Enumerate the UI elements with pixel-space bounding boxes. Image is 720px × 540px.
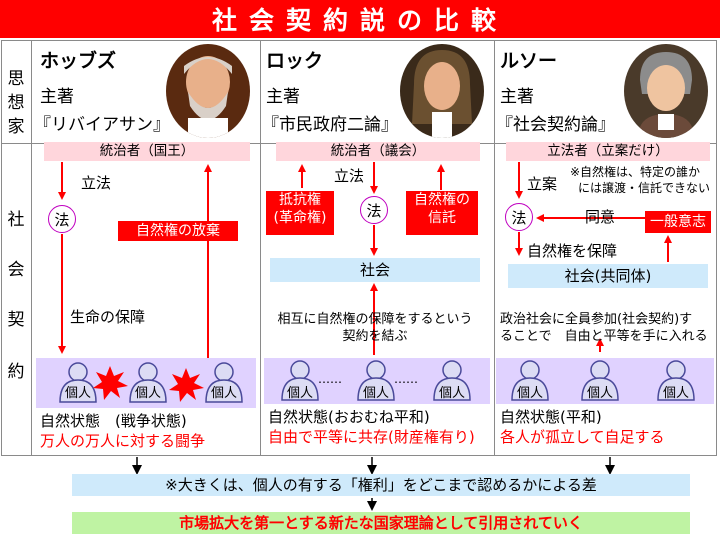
locke-resistance-line-1: 抵抗権 [279, 192, 321, 208]
hobbes-individual-3 [205, 362, 243, 403]
hobbes-guarantee-label: 生命の保障 [70, 308, 146, 326]
rousseau-general-will-box: 一般意志 [645, 211, 711, 233]
rousseau-portrait [624, 44, 708, 138]
side-label-contract-2: 会 [7, 260, 25, 280]
locke-individual-3 [433, 360, 471, 401]
divider-locke-rousseau [494, 40, 495, 456]
rousseau-state-note: 各人が孤立して自足する [500, 428, 665, 446]
rousseau-consent-label: 同意 [585, 208, 616, 226]
side-label-contract-4: 約 [7, 362, 25, 382]
hobbes-surrender-box: 自然権の放棄 [118, 221, 238, 241]
locke-ruler: 統治者（議会） [276, 142, 480, 161]
locke-portrait [400, 44, 484, 138]
hobbes-individual-2 [129, 362, 167, 403]
hobbes-individuals [59, 362, 243, 403]
side-label-contract-1: 社 [7, 210, 25, 230]
rousseau-note-line-2: には譲渡・信託できない [578, 181, 711, 195]
hobbes-ruler: 統治者（国王） [44, 142, 250, 161]
conclusion-banner: 市場拡大を第一とする新たな国家理論として引用されていく [72, 512, 690, 534]
rousseau-guarantee-label: 自然権を保障 [527, 242, 618, 260]
locke-individual-1 [281, 360, 319, 401]
hobbes-individual-label-2: 個人 [134, 386, 161, 401]
rousseau-individual-label-3: 個人 [662, 386, 689, 401]
rousseau-individual-2 [581, 360, 619, 401]
rousseau-individual-label-2: 個人 [586, 386, 613, 401]
rousseau-individuals [511, 360, 695, 401]
conflict-burst-icon [169, 368, 204, 402]
locke-trust-line-2: 信託 [428, 210, 456, 226]
locke-society: 社会 [270, 258, 480, 282]
side-label-thinker-2: 想 [7, 93, 25, 113]
locke-work-label: 主著 [266, 87, 300, 107]
locke-contract-line-2: 契約を結ぶ [342, 329, 408, 344]
rousseau-drafting-label: 立案 [527, 175, 558, 193]
locke-trust-box: 自然権の 信託 [406, 191, 478, 235]
rousseau-work: 『社会契約論』 [496, 115, 615, 135]
hobbes-work: 『リバイアサン』 [34, 115, 170, 135]
hobbes-individual-label-1: 個人 [64, 386, 91, 401]
locke-dots-2: …… [394, 372, 418, 386]
rousseau-ruler: 立法者（立案だけ） [506, 142, 710, 161]
summary-banner: ※大きくは、個人の有する「権利」をどこまで認めるかによる差 [72, 474, 690, 496]
locke-resistance-line-2: (革命権) [273, 210, 327, 226]
rousseau-work-label: 主著 [500, 87, 534, 107]
hobbes-portrait [166, 44, 250, 138]
side-label-contract-3: 契 [7, 310, 25, 330]
diagram-frame [1, 40, 717, 456]
hobbes-individual-label-3: 個人 [210, 386, 237, 401]
locke-contract-text: 相互に自然権の保障をするという 契約を結ぶ [272, 311, 478, 345]
hobbes-law: 法 [48, 205, 76, 233]
rousseau-state: 自然状態(平和) [500, 408, 602, 426]
title-bar: 社会契約説の比較 [0, 0, 720, 38]
locke-legislation-label: 立法 [334, 167, 365, 185]
locke-resistance-box: 抵抗権 (革命権) [266, 191, 334, 235]
locke-contract-line-1: 相互に自然権の保障をするという [277, 312, 473, 327]
hobbes-name: ホッブズ [40, 50, 117, 72]
rousseau-contract-text: 政治社会に全員参加(社会契約)す ることで 自由と平等を手に入れる [500, 311, 714, 345]
locke-individuals [281, 360, 471, 401]
rousseau-individual-1 [511, 360, 549, 401]
divider-hobbes-locke [260, 40, 261, 456]
hobbes-state: 自然状態 (戦争状態) [40, 412, 187, 430]
locke-name: ロック [266, 50, 324, 72]
rousseau-individual-label-1: 個人 [516, 386, 543, 401]
conflict-burst-icon [93, 366, 128, 400]
rousseau-law: 法 [505, 203, 533, 231]
hobbes-work-label: 主著 [40, 87, 74, 107]
side-label-thinker-1: 思 [7, 69, 25, 89]
rousseau-contract-line-2: ることで 自由と平等を手に入れる [500, 329, 708, 344]
rousseau-individual-3 [657, 360, 695, 401]
locke-state-note: 自由で平等に共存(財産権有り) [268, 428, 475, 446]
locke-individual-label-1: 個人 [286, 386, 313, 401]
rousseau-note-line-1: ※自然権は、特定の誰か [570, 165, 701, 179]
page-title: 社会契約説の比較 [211, 6, 508, 35]
locke-individual-label-2: 個人 [362, 386, 389, 401]
hobbes-state-note: 万人の万人に対する闘争 [40, 432, 206, 450]
locke-individual-label-3: 個人 [438, 386, 465, 401]
hobbes-legislation-label: 立法 [81, 174, 112, 192]
rousseau-society: 社会(共同体) [508, 264, 708, 288]
side-label-thinker-3: 家 [7, 117, 25, 137]
rousseau-note: ※自然権は、特定の誰か には譲渡・信託できない [570, 164, 710, 196]
rousseau-name: ルソー [500, 50, 558, 72]
divider-side [31, 40, 32, 456]
locke-individual-2 [357, 360, 395, 401]
locke-dots-1: …… [318, 372, 342, 386]
rousseau-contract-line-1: 政治社会に全員参加(社会契約)す [500, 312, 693, 327]
locke-law: 法 [360, 196, 388, 224]
locke-work: 『市民政府二論』 [262, 115, 398, 135]
locke-trust-line-1: 自然権の [414, 192, 470, 208]
locke-state: 自然状態(おおむね平和) [268, 408, 430, 426]
hobbes-individual-1 [59, 362, 97, 403]
